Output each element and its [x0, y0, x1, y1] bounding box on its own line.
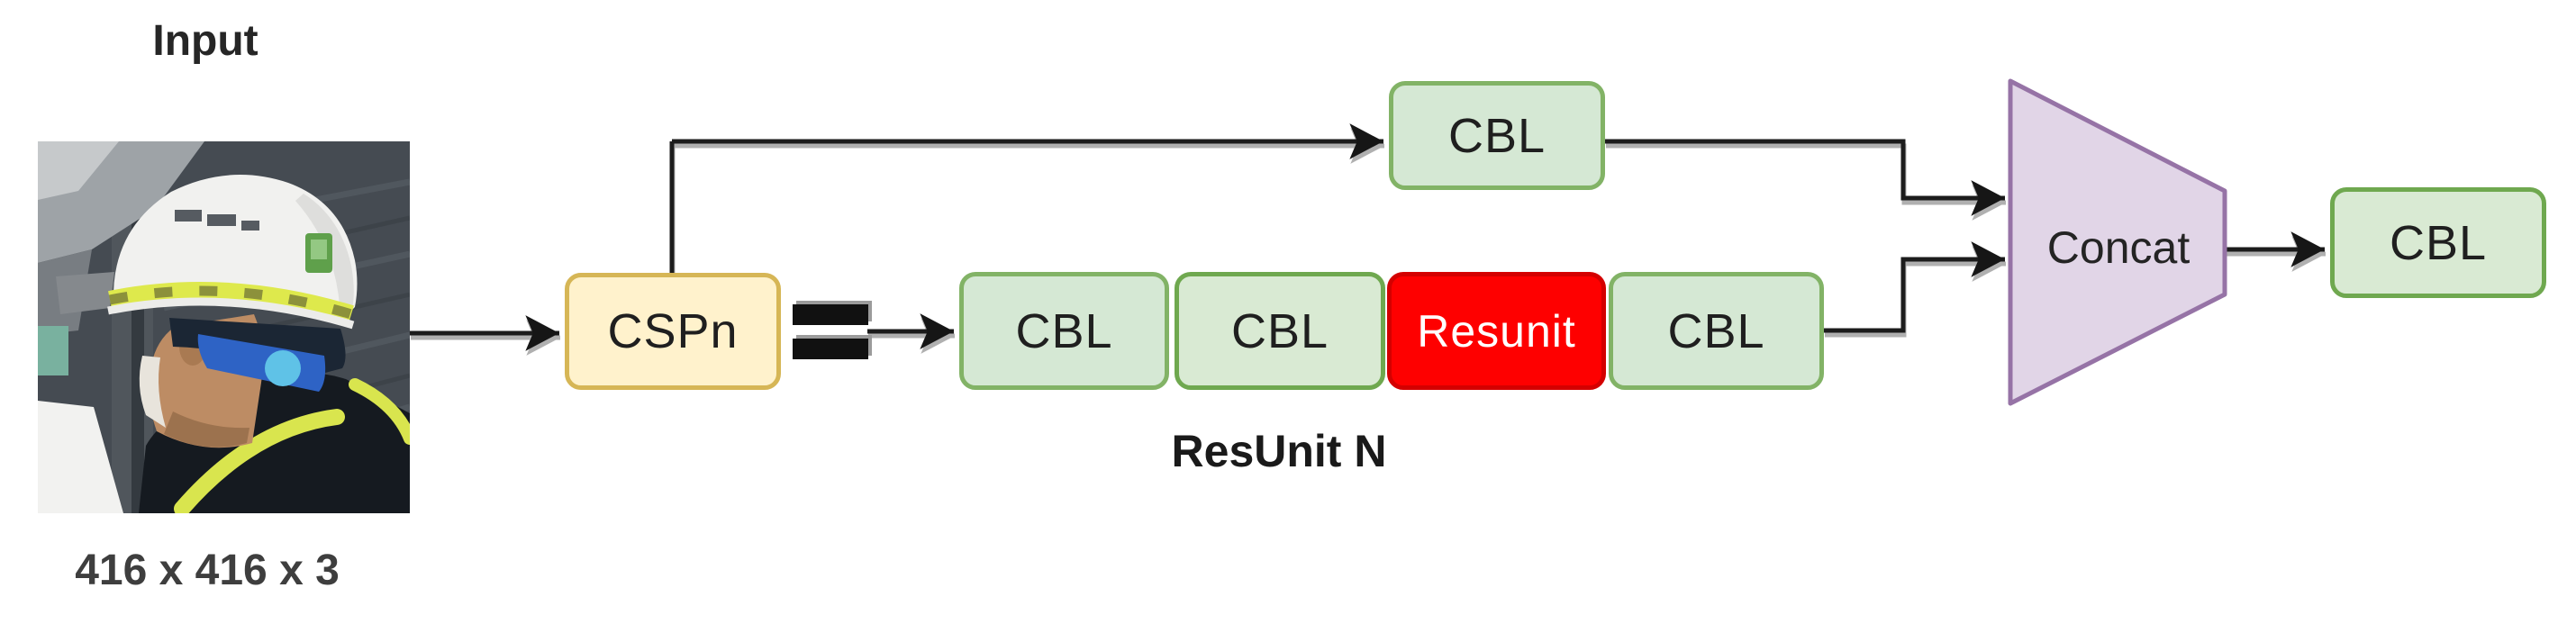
- arrow-cbl-row-to-concat: [1824, 241, 2005, 333]
- node-resunit: Resunit: [1387, 272, 1606, 390]
- node-cbl-1: CBL: [959, 272, 1169, 390]
- jacket-neon-stripe: [174, 409, 345, 513]
- jaw-shadow: [164, 411, 249, 448]
- helmet-sticker-inner: [311, 240, 327, 259]
- helmet-shading: [295, 194, 354, 320]
- jacket-neon-stripe-right: [349, 378, 410, 445]
- helmet-logo-marks: [175, 210, 259, 231]
- concat-label: Concat: [2046, 222, 2191, 273]
- node-cbl-2: CBL: [1175, 272, 1385, 390]
- helmet-stripe: [108, 282, 354, 323]
- node-cbl-top: CBL: [1389, 81, 1605, 190]
- node-cspn: CSPn: [565, 273, 781, 390]
- concat-funnel-shape: [2008, 78, 2227, 406]
- input-dimensions-label: 416 x 416 x 3: [75, 547, 340, 594]
- arrow-cbl-top-to-concat: [1605, 139, 2005, 216]
- worker-figure: [107, 175, 410, 513]
- input-photo: [38, 141, 410, 513]
- helmet-brim-edge: [107, 297, 355, 330]
- goggle-button: [265, 350, 301, 386]
- node-cbl-3: CBL: [1609, 272, 1824, 390]
- resunit-group-label: ResUnit N: [1171, 426, 1387, 476]
- input-label: Input: [152, 17, 259, 65]
- face-mask: [139, 356, 166, 428]
- node-cbl-final: CBL: [2330, 187, 2546, 298]
- equals-sign: [793, 301, 872, 359]
